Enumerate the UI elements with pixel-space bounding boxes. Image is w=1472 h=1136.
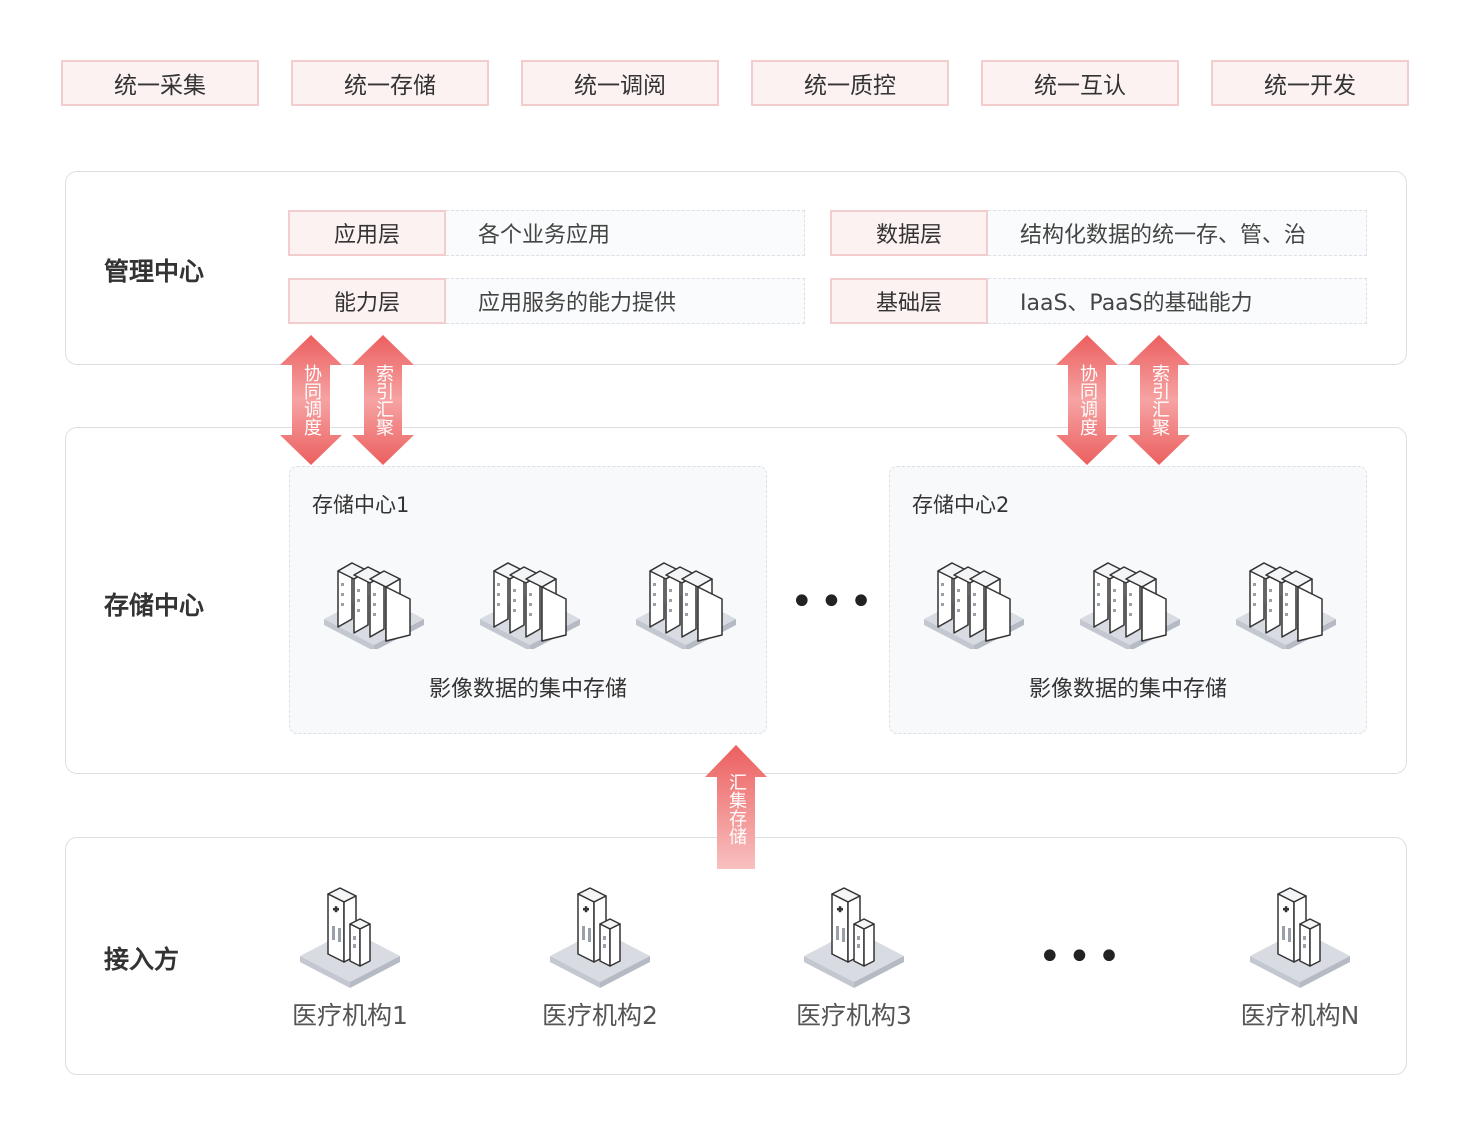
server-icon bbox=[636, 553, 736, 649]
server-icon bbox=[324, 553, 424, 649]
pill-unified-storage: 统一存储 bbox=[291, 60, 489, 106]
institution-label: 医疗机构N bbox=[1240, 1001, 1360, 1030]
index-arrow-left: 索引汇聚 bbox=[352, 335, 414, 465]
storage-center-title: 存储中心1 bbox=[312, 493, 410, 517]
pill-unified-viewing: 统一调阅 bbox=[521, 60, 719, 106]
index-arrow-right: 索引汇聚 bbox=[1128, 335, 1190, 465]
storage-center-caption: 影像数据的集中存储 bbox=[428, 677, 627, 702]
institution-label: 医疗机构2 bbox=[542, 1001, 658, 1030]
pill-unified-collection: 统一采集 bbox=[61, 60, 259, 106]
management-panel bbox=[65, 171, 1407, 365]
coordinate-arrow-left: 协同调度 bbox=[280, 335, 342, 465]
coordinate-arrow-right: 协同调度 bbox=[1056, 335, 1118, 465]
storage-center-caption: 影像数据的集中存储 bbox=[1028, 677, 1227, 702]
server-icon bbox=[1080, 553, 1180, 649]
storage-center-2: 存储中心2 影像数据的集中存储 bbox=[889, 466, 1367, 734]
storage-center-1: 存储中心1 影像数据的集中存储 bbox=[289, 466, 767, 734]
layer-desc-data: 结构化数据的统一存、管、治 bbox=[988, 210, 1367, 256]
coordinate-arrow-text: 协同调度 bbox=[1077, 364, 1098, 436]
storage-ellipsis: ••• bbox=[790, 579, 879, 625]
hospital-icon bbox=[1250, 884, 1350, 988]
server-icon bbox=[480, 553, 580, 649]
access-panel bbox=[65, 837, 1407, 1075]
management-title: 管理中心 bbox=[104, 257, 205, 286]
institution-label: 医疗机构1 bbox=[292, 1001, 408, 1030]
index-arrow-text: 索引汇聚 bbox=[373, 364, 394, 436]
pill-unified-mutual-recognition: 统一互认 bbox=[981, 60, 1179, 106]
coordinate-arrow-text: 协同调度 bbox=[301, 364, 322, 436]
server-icon bbox=[1236, 553, 1336, 649]
hospital-icon bbox=[550, 884, 650, 988]
storage-center-title: 存储中心2 bbox=[912, 493, 1010, 517]
storage-title: 存储中心 bbox=[104, 591, 205, 620]
layer-desc-infrastructure: IaaS、PaaS的基础能力 bbox=[988, 278, 1367, 324]
pill-unified-qc: 统一质控 bbox=[751, 60, 949, 106]
institution-label: 医疗机构3 bbox=[796, 1001, 912, 1030]
aggregate-arrow-text: 汇集存储 bbox=[726, 773, 747, 845]
layer-label-capability: 能力层 bbox=[288, 278, 446, 324]
access-title: 接入方 bbox=[104, 945, 180, 974]
index-arrow-text: 索引汇聚 bbox=[1149, 364, 1170, 436]
hospital-icon bbox=[804, 884, 904, 988]
layer-label-application: 应用层 bbox=[288, 210, 446, 256]
aggregate-arrow: 汇集存储 bbox=[705, 745, 767, 869]
hospital-icon bbox=[300, 884, 400, 988]
pill-unified-development: 统一开发 bbox=[1211, 60, 1409, 106]
layer-label-infrastructure: 基础层 bbox=[830, 278, 988, 324]
server-icon bbox=[924, 553, 1024, 649]
layer-label-data: 数据层 bbox=[830, 210, 988, 256]
institution-ellipsis: ••• bbox=[1038, 934, 1127, 980]
layer-desc-capability: 应用服务的能力提供 bbox=[446, 278, 805, 324]
layer-desc-application: 各个业务应用 bbox=[446, 210, 805, 256]
